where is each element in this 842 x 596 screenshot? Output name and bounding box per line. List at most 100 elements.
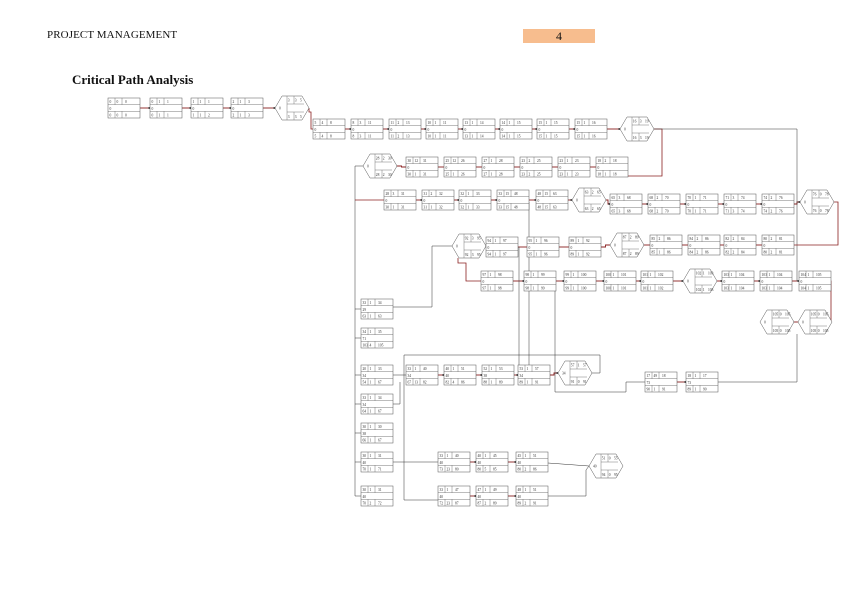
node-value: 1 bbox=[654, 388, 656, 392]
node-value: 23 bbox=[575, 159, 579, 163]
node-box bbox=[230, 97, 264, 119]
node-box bbox=[644, 371, 678, 393]
node-box bbox=[496, 189, 530, 211]
node-value: 86 bbox=[705, 251, 709, 255]
connector-line bbox=[354, 165, 363, 497]
node-value: 0 bbox=[609, 457, 611, 461]
node-value: 11 bbox=[391, 121, 395, 125]
node-value: 2 bbox=[592, 191, 594, 195]
node-value: 0 bbox=[110, 114, 112, 118]
arrowhead bbox=[514, 461, 517, 463]
node-value: 84 bbox=[741, 251, 745, 255]
node-value: 18 bbox=[688, 374, 692, 378]
node-value: 89 bbox=[688, 388, 692, 392]
node-value: 4 bbox=[322, 135, 324, 139]
arrowhead bbox=[273, 107, 276, 109]
node-value: 2 bbox=[592, 207, 594, 211]
node-value: 1 bbox=[731, 273, 733, 277]
node-box bbox=[759, 270, 793, 292]
node-value: 1 bbox=[240, 114, 242, 118]
node-value: 30 bbox=[388, 157, 392, 161]
node-value: 48 bbox=[538, 206, 542, 210]
arrowhead bbox=[442, 374, 445, 376]
node-value: 1 bbox=[525, 488, 527, 492]
node-value: 49 bbox=[654, 374, 658, 378]
node-value: 16 bbox=[633, 136, 637, 140]
node-box bbox=[687, 234, 721, 256]
node-box bbox=[107, 97, 141, 119]
milestone-hexagon bbox=[571, 187, 607, 213]
node-value: 5 bbox=[300, 99, 302, 103]
node-value: 0 bbox=[577, 128, 579, 132]
node-value: 1 bbox=[695, 210, 697, 214]
node-value: 8 bbox=[353, 121, 355, 125]
node-value: 80 bbox=[455, 468, 459, 472]
node-value: 23 bbox=[522, 159, 526, 163]
node-value: 33 bbox=[499, 192, 503, 196]
node-value: 51 bbox=[602, 457, 606, 461]
node-value: 103 bbox=[762, 273, 768, 277]
node-value: 74 bbox=[764, 210, 768, 214]
node-value: 0 bbox=[152, 107, 154, 111]
node-value: 1 bbox=[435, 135, 437, 139]
arrowhead bbox=[646, 203, 649, 205]
node-value: 1 bbox=[578, 239, 580, 243]
node-value: 1 bbox=[536, 239, 538, 243]
node-value: 1 bbox=[659, 251, 661, 255]
milestone-hexagon bbox=[619, 116, 655, 142]
node-value: 104 bbox=[777, 273, 783, 277]
node-value: 91 bbox=[662, 388, 666, 392]
node-value: 0 bbox=[424, 199, 426, 203]
node-value: 1 bbox=[393, 206, 395, 210]
node-value: 0 bbox=[125, 114, 127, 118]
node-value: 0 bbox=[643, 280, 645, 284]
node-value: 0 bbox=[780, 329, 782, 333]
node-value: 92 bbox=[586, 253, 590, 257]
node-value: 70 bbox=[363, 502, 367, 506]
node-value: 0 bbox=[652, 244, 654, 248]
node-value: 105 bbox=[785, 313, 791, 317]
node-value: 67 bbox=[408, 381, 412, 385]
node-value: 14 bbox=[502, 121, 506, 125]
node-value: 87 bbox=[455, 502, 459, 506]
node-value: 104 bbox=[739, 273, 745, 277]
node-value: 1 bbox=[491, 173, 493, 177]
node-value: 1 bbox=[200, 114, 202, 118]
node-value: 1 bbox=[447, 488, 449, 492]
node-value: 31 bbox=[424, 206, 428, 210]
node-value: 0 bbox=[764, 203, 766, 207]
node-value: 34 bbox=[363, 330, 367, 334]
node-value: 40 bbox=[478, 461, 482, 465]
node-value: 94 bbox=[488, 239, 492, 243]
node-value: 104 bbox=[777, 287, 783, 291]
node-value: 14 bbox=[480, 121, 484, 125]
node-value: 5 bbox=[315, 135, 317, 139]
arrowhead bbox=[798, 201, 801, 203]
node-value: 2 bbox=[529, 173, 531, 177]
node-value: 0 bbox=[801, 280, 803, 284]
node-value: 2 bbox=[431, 192, 433, 196]
node-value: 2 bbox=[733, 237, 735, 241]
arrowhead bbox=[760, 203, 763, 205]
node-value: 67 bbox=[378, 439, 382, 443]
node-value: 100 bbox=[606, 287, 612, 291]
node-value: 2 bbox=[697, 251, 699, 255]
node-value: 1 bbox=[533, 287, 535, 291]
node-value: 40 bbox=[518, 461, 522, 465]
node-value: 1 bbox=[546, 135, 548, 139]
node-value: 1 bbox=[167, 114, 169, 118]
arrowhead bbox=[562, 280, 565, 282]
node-value: 0 bbox=[598, 166, 600, 170]
node-value: 0 bbox=[353, 128, 355, 132]
node-value: 30 bbox=[363, 454, 367, 458]
node-value: 87 bbox=[478, 502, 482, 506]
node-value: 85 bbox=[493, 468, 497, 472]
